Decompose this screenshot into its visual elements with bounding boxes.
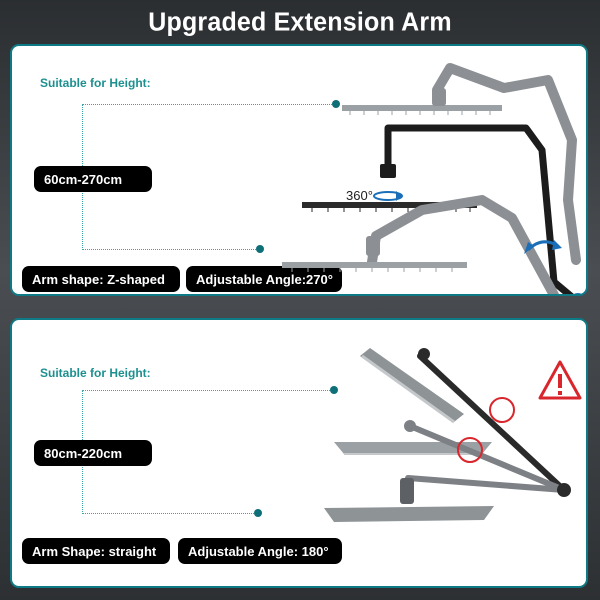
top-guide-line	[82, 104, 336, 105]
page-title: Upgraded Extension Arm	[148, 7, 452, 37]
height-label: Suitable for Height:	[40, 76, 151, 90]
top-guide-line	[82, 390, 334, 391]
warning-triangle-icon	[538, 360, 582, 400]
straight-arm-illustration	[324, 348, 582, 522]
adjustable-angle-badge: Adjustable Angle:270°	[186, 266, 342, 292]
height-range-badge: 80cm-220cm	[34, 440, 152, 466]
bottom-guide-dot	[256, 245, 264, 253]
top-guide-dot	[332, 100, 340, 108]
arm-shape-badge: Arm Shape: straight	[22, 538, 170, 564]
z-arm-illustration: 360°	[282, 63, 583, 294]
collision-marker	[489, 397, 515, 423]
top-guide-dot	[330, 386, 338, 394]
rotation-degree-label: 360°	[346, 188, 373, 203]
height-range-badge: 60cm-270cm	[34, 166, 152, 192]
bottom-guide-dot	[254, 509, 262, 517]
adjustable-angle-badge: Adjustable Angle: 180°	[178, 538, 342, 564]
arm-shape-badge: Arm shape: Z-shaped	[22, 266, 180, 292]
collision-marker	[457, 437, 483, 463]
straight-arm-panel: Suitable for Height: 80cm-220cm Arm Shap…	[10, 318, 588, 588]
bottom-guide-line	[82, 513, 258, 514]
z-arm-panel: Suitable for Height: 60cm-270cm Arm shap…	[10, 44, 588, 296]
height-label: Suitable for Height:	[40, 366, 151, 380]
double-arrow-icon	[524, 240, 562, 254]
bottom-guide-line	[82, 249, 260, 250]
